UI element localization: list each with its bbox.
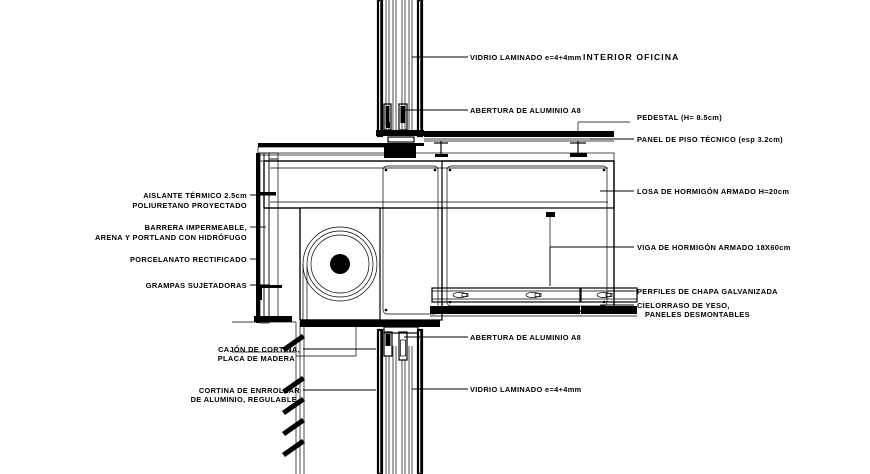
gypsum-ceiling-panel-right [581, 306, 637, 314]
lower-sash-hardware [383, 331, 408, 361]
label-abertura-aluminio-bottom: ABERTURA DE ALUMINIO A8 [470, 333, 581, 342]
gypsum-ceiling-panel-left [430, 306, 580, 314]
annotation-text-layer: VIDRIO LAMINADO e=4+4mm INTERIOR OFICINA… [95, 52, 791, 404]
label-vidrio-laminado-top: VIDRIO LAMINADO e=4+4mm [470, 53, 582, 62]
label-losa-hormigon: LOSA DE HORMIGÓN ARMADO H=20cm [637, 187, 789, 196]
label-porcelanato: PORCELANATO RECTIFICADO [130, 255, 247, 264]
suspended-ceiling-assembly [430, 212, 638, 317]
label-viga-hormigon: VIGA DE HORMIGÓN ARMADO 18X60cm [637, 243, 791, 252]
coiled-roller-shutter [302, 226, 378, 302]
galvanised-steel-profiles [431, 287, 638, 303]
insulation-top-cap [258, 143, 394, 147]
label-barrera-line1: BARRERA IMPERMEABLE, [145, 223, 247, 232]
beam-stirrups [382, 165, 608, 315]
hanger-anchor [546, 212, 555, 217]
label-vidrio-laminado-bottom: VIDRIO LAMINADO e=4+4mm [470, 385, 582, 394]
lower-glazing-assembly [300, 320, 440, 474]
lower-laminated-glass-panes [385, 346, 413, 474]
label-abertura-aluminio-top: ABERTURA DE ALUMINIO A8 [470, 106, 581, 115]
label-grampas: GRAMPAS SUJETADORAS [146, 281, 247, 290]
label-interior-oficina: INTERIOR OFICINA [583, 52, 679, 62]
label-aislante-line1: AISLANTE TÉRMICO 2.5cm [143, 191, 247, 200]
label-cajon-line1: CAJÓN DE CORTINA, [218, 345, 300, 354]
label-perfiles-chapa: PERFILES DE CHAPA GALVANIZADA [637, 287, 778, 296]
floor-pedestal-right [570, 141, 587, 157]
upper-sill-bar [376, 130, 424, 136]
label-cajon-line2: PLACA DE MADERA [218, 354, 296, 363]
lower-frame-inner-profile [416, 328, 424, 474]
sill-support-block [384, 146, 416, 158]
leader-lines [250, 56, 634, 391]
grampas-sujetadoras-brackets [256, 192, 282, 300]
upper-sill-anchor-plate [376, 143, 424, 146]
unrolled-roller-shutter [232, 321, 357, 474]
label-barrera-line2: ARENA Y PORTLAND CON HIDRÓFUGO [95, 233, 247, 242]
wall-base-closure [254, 316, 292, 322]
shutter-axle [330, 254, 350, 274]
lower-frame-outer-profile [376, 328, 384, 474]
roller-shutter-box [299, 207, 381, 322]
technical-floor-panel [424, 131, 614, 137]
label-cielorraso-line1: CIELORRASO DE YESO, [637, 301, 730, 310]
lower-window-head-bar [300, 320, 440, 327]
floor-pedestal-left [434, 141, 448, 157]
label-aislante-line2: POLIURETANO PROYECTADO [132, 201, 247, 210]
shutter-slats [282, 334, 305, 457]
porcelanato-cladding-layer [256, 153, 260, 323]
upper-sill-shim [387, 136, 415, 143]
label-cortina-line1: CORTINA DE ENRROLLAR [199, 386, 300, 395]
label-cortina-line2: DE ALUMINIO, REGULABLE [191, 395, 297, 404]
label-pedestal: PEDESTAL (H= 8.5cm) [637, 113, 722, 122]
exterior-wall-buildup [254, 143, 395, 324]
raised-technical-floor [424, 121, 630, 157]
label-cielorraso-line2: PANELES DESMONTABLES [645, 310, 750, 319]
label-panel-piso-tecnico: PANEL DE PISO TÉCNICO (esp 3.2cm) [637, 135, 783, 144]
